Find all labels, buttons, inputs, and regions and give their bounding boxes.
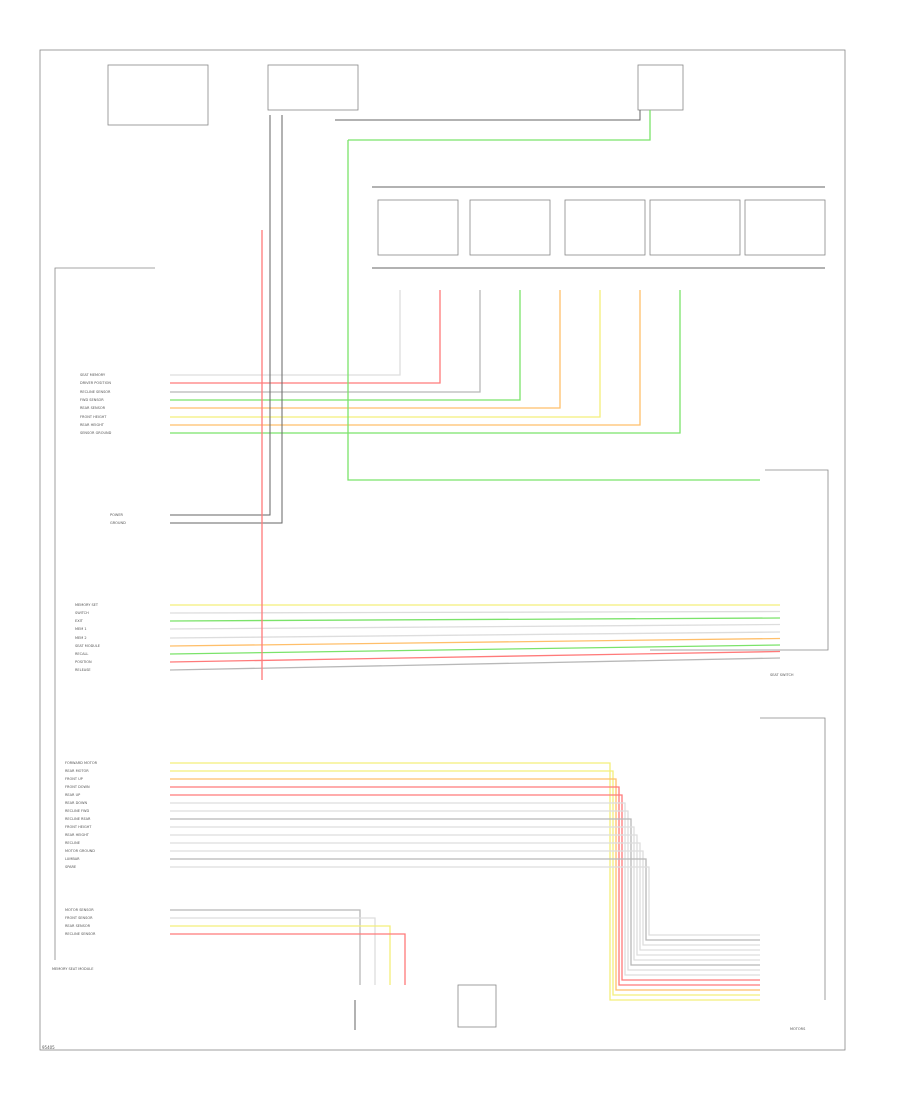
wire-9 (170, 115, 283, 524)
wire-25 (170, 810, 760, 971)
wire-2 (170, 290, 481, 393)
wires (169, 110, 781, 1001)
wire-6 (170, 290, 641, 426)
wire-36 (170, 933, 406, 985)
relay-5 (744, 199, 826, 256)
wire-15 (169, 637, 781, 647)
g3-label-6: RECALL (75, 652, 88, 656)
wire-1 (170, 290, 441, 384)
fuse-box-right (637, 64, 684, 111)
g3-label-5: SEAT MODULE (75, 644, 100, 648)
wire-4 (170, 290, 561, 409)
module-outline (54, 267, 155, 960)
wire-34 (170, 917, 376, 985)
g1-label-4: REAR SENSOR (80, 406, 106, 410)
seat-switch-label: SEAT SWITCH (770, 673, 794, 677)
wire-27 (170, 826, 760, 961)
wire-16 (169, 644, 781, 655)
relay-2 (469, 199, 551, 256)
g4-label-10: RECLINE (65, 841, 80, 845)
wire-17 (169, 650, 781, 663)
wire-40 (335, 110, 641, 121)
wire-22 (170, 786, 760, 986)
wire-33 (170, 909, 361, 985)
bottom-motor (457, 984, 497, 1028)
wire-20 (170, 770, 760, 996)
module-label: MEMORY SEAT MODULE (52, 967, 93, 971)
g2-label-1: GROUND (110, 521, 126, 525)
relay-1 (377, 199, 459, 256)
g4-label-3: FRONT DOWN (65, 785, 90, 789)
g3-label-8: RELEASE (75, 668, 91, 672)
g1-label-0: SEAT MEMORY (80, 373, 106, 377)
footer-code: 95405 (42, 1045, 55, 1050)
g5-label-2: REAR SENSOR (65, 924, 91, 928)
g1-label-5: FRONT HEIGHT (80, 415, 107, 419)
wire-35 (170, 925, 391, 985)
g4-label-11: MOTOR GROUND (65, 849, 95, 853)
wire-24 (170, 802, 760, 976)
g3-label-3: MEM 1 (75, 627, 87, 631)
wire-28 (170, 834, 760, 956)
g4-label-5: REAR DOWN (65, 801, 87, 805)
g3-label-2: EXIT (75, 619, 84, 623)
g4-label-6: RECLINE FWD (65, 809, 89, 813)
wire-37 (348, 110, 651, 141)
connector-labels: SEAT MEMORY DRIVER POSITION RECLINE SENSOR… (65, 373, 126, 936)
wire-5 (170, 290, 601, 418)
motors-label: MOTORS (790, 1027, 806, 1031)
g4-label-0: FORWARD MOTOR (65, 761, 98, 765)
wire-0 (170, 290, 401, 376)
wire-14 (169, 631, 781, 639)
g3-label-4: MEM 2 (75, 636, 87, 640)
g4-label-13: SPARE (65, 865, 76, 869)
g4-label-8: FRONT HEIGHT (65, 825, 92, 829)
g2-label-0: POWER (110, 513, 124, 517)
relay-4 (649, 199, 741, 256)
wire-38 (347, 140, 760, 481)
wire-7 (170, 290, 681, 434)
g4-label-4: REAR UP (65, 793, 80, 797)
g1-label-6: REAR HEIGHT (80, 423, 105, 427)
wire-12 (169, 617, 781, 622)
wire-32 (170, 866, 760, 936)
wire-23 (170, 794, 760, 981)
g4-label-9: REAR HEIGHT (65, 833, 90, 837)
wire-31 (170, 858, 760, 941)
wire-8 (170, 115, 271, 516)
wire-11 (169, 610, 781, 614)
diagram-frame (39, 49, 846, 1051)
seat-switch-outline (650, 469, 829, 651)
g5-label-3: RECLINE SENSOR (65, 932, 96, 936)
wire-13 (169, 623, 781, 630)
wire-30 (170, 850, 760, 946)
wire-26 (170, 818, 760, 966)
motors-outline (760, 717, 826, 1000)
g5-label-0: MOTOR SENSOR (65, 908, 94, 912)
wire-19 (170, 762, 760, 1001)
wire-21 (170, 778, 760, 991)
g3-label-1: SWITCH (75, 611, 89, 615)
g4-label-1: REAR MOTOR (65, 769, 89, 773)
g5-label-1: FRONT SENSOR (65, 916, 93, 920)
fuse-box-left (267, 64, 359, 111)
g4-label-2: FRONT UP (65, 777, 83, 781)
wire-18 (169, 657, 781, 671)
g1-label-2: RECLINE SENSOR (80, 390, 111, 394)
g3-label-7: POSITION (75, 660, 92, 664)
g4-label-7: RECLINE REAR (65, 817, 91, 821)
wire-29 (170, 842, 760, 951)
g1-label-1: DRIVER POSITION (80, 381, 111, 385)
relay-3 (564, 199, 646, 256)
g4-label-12: LUMBAR (65, 857, 80, 861)
wire-3 (170, 290, 521, 401)
g1-label-7: SENSOR GROUND (80, 431, 112, 435)
g1-label-3: FWD SENSOR (80, 398, 104, 402)
g3-label-0: MEMORY SET (75, 603, 99, 607)
hot-at-all-times-box (107, 64, 209, 126)
